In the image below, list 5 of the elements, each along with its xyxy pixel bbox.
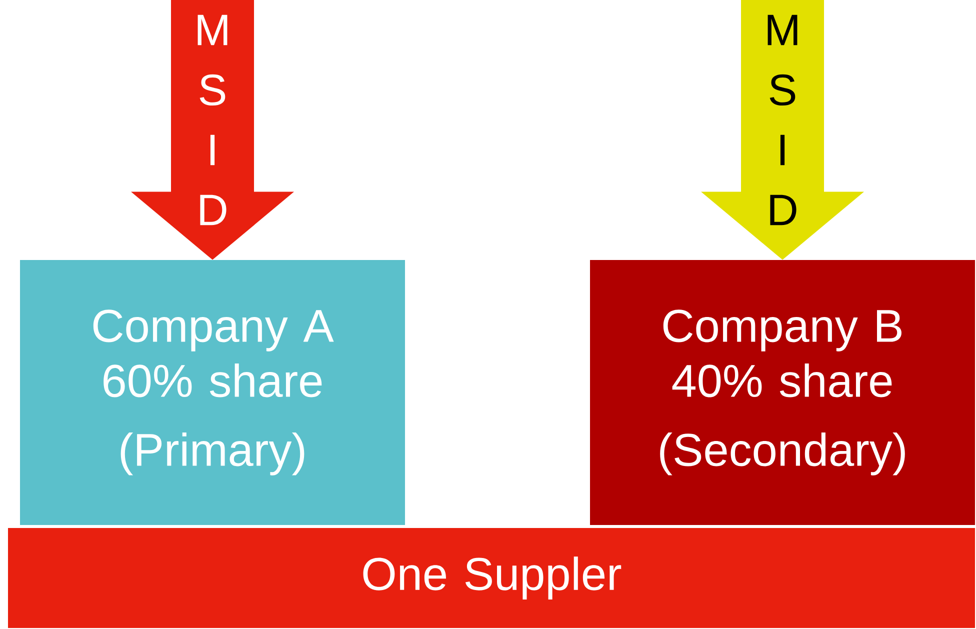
edge-label: M S I D xyxy=(198,14,228,226)
company-box: Company B 40% share (Secondary) xyxy=(590,260,976,525)
supplier-bar: One Suppler xyxy=(8,528,976,628)
edge-label: M S I D xyxy=(768,14,798,226)
company-box: Company A 60% share (Primary) xyxy=(20,260,405,525)
